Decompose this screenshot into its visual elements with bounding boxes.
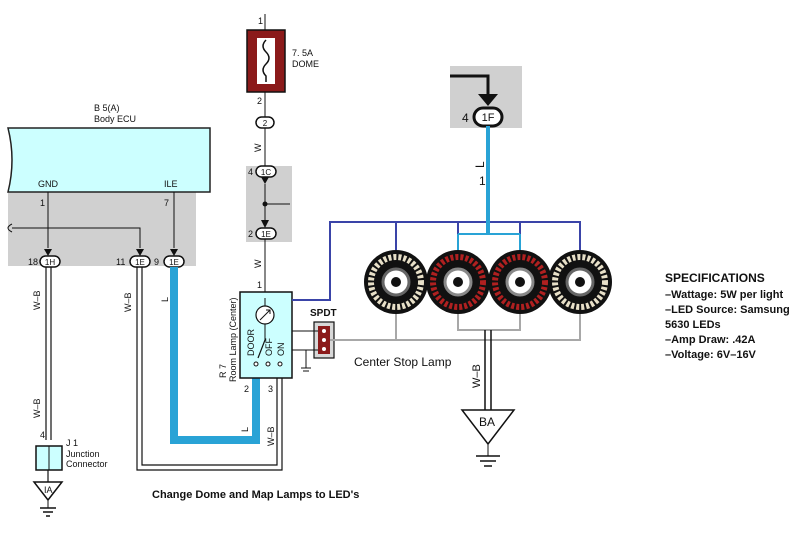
led-feed-wire [292, 221, 581, 301]
fuse-element [262, 39, 270, 82]
arrow-1e-mid [261, 220, 269, 228]
connector-1e-mid: 1E [255, 227, 277, 240]
ia-label: IA [44, 485, 53, 495]
body-ecu-box [7, 127, 211, 193]
ba-ground-triangle [460, 409, 516, 446]
led-light-2 [426, 250, 490, 314]
spdt-pin-2 [322, 338, 326, 342]
ecu-ile-pin: 7 [164, 198, 169, 208]
spec-title: SPECIFICATIONS [665, 271, 765, 285]
connector-1e-ile: 1E [163, 249, 185, 268]
ecu-ile-label: ILE [164, 179, 178, 189]
pin-2-1e: 2 [248, 229, 253, 239]
ecu-ref: B 5(A) [94, 103, 120, 113]
svg-text:1H: 1H [45, 258, 55, 267]
fuse-rating: 7. 5A [292, 48, 313, 58]
pin-4-1c: 4 [248, 167, 253, 177]
pin-j1: 4 [40, 430, 45, 440]
ba-label: BA [479, 415, 495, 429]
spdt-pin-3 [322, 347, 326, 351]
pin-18: 18 [28, 257, 38, 267]
fuse-pin-top: 1 [258, 16, 263, 26]
fuse-name: DOME [292, 59, 319, 69]
room-pin-2: 2 [244, 384, 249, 394]
l-bottom-label: L [240, 427, 250, 432]
arrow-1c [261, 177, 269, 184]
wb-door-wire-a [136, 267, 283, 471]
pin-11: 11 [116, 257, 125, 267]
wb-room-label: W–B [266, 426, 276, 446]
connector-2: 2 [255, 116, 275, 129]
pin-4-1f: 4 [462, 111, 469, 125]
spec-line-5: –Voltage: 6V–16V [665, 349, 757, 361]
svg-text:1C: 1C [261, 168, 271, 177]
arrow-1f [478, 94, 498, 106]
room-lamp-switch [257, 339, 266, 359]
pin-1-l: 1 [479, 174, 486, 188]
l-left-label: L [160, 297, 170, 302]
connector-1f: 1F [472, 106, 504, 128]
connector-1e-left: 1E [129, 249, 151, 268]
ecu-gnd-pin: 1 [40, 198, 45, 208]
wb-ba-label: W–B [471, 364, 483, 388]
wb-left-label2: W–B [32, 398, 42, 418]
room-pin-3: 3 [268, 384, 273, 394]
spdt-pin-1 [322, 329, 326, 333]
spdt-label: SPDT [310, 308, 337, 319]
spec-line-4: –Amp Draw: .42A [665, 334, 756, 346]
fuse-pin-bottom: 2 [257, 96, 262, 106]
svg-text:1E: 1E [261, 230, 271, 239]
wb-left-label1: W–B [32, 290, 42, 310]
room-lamp-name: Room Lamp (Center) [228, 297, 238, 382]
j1-name2: Connector [66, 459, 108, 469]
top-feed-wire [450, 74, 490, 96]
spec-line-1: –Wattage: 5W per light [665, 289, 783, 301]
w-mid-label: W [253, 259, 263, 268]
room-lamp-ref: R 7 [218, 364, 228, 378]
led-return-mid [457, 314, 521, 331]
j1-name1: Junction [66, 449, 100, 459]
wb-mid-label: W–B [123, 292, 133, 312]
led-light-1 [364, 250, 428, 314]
sw-contact-off [265, 361, 271, 367]
ecu-gnd-branch2 [48, 227, 141, 248]
sw-contact-on [277, 361, 283, 367]
sw-contact-door [253, 361, 259, 367]
fuse-window [257, 38, 275, 84]
room-pin-1: 1 [257, 280, 262, 290]
ecu-connector-shade [8, 192, 196, 266]
svg-text:2: 2 [263, 119, 268, 128]
wb-door-wire-b [141, 267, 278, 466]
wire-break [7, 223, 13, 233]
center-stop-label: Center Stop Lamp [354, 355, 452, 369]
switch-door: DOOR [246, 328, 256, 356]
switch-off: OFF [264, 338, 274, 356]
svg-text:1F: 1F [482, 112, 495, 124]
l-top-label: L [473, 161, 487, 168]
svg-text:1E: 1E [135, 258, 145, 267]
connector-1c: 1C [255, 165, 277, 178]
led-light-3 [488, 250, 552, 314]
ecu-name: Body ECU [94, 114, 136, 124]
led-return-wire [395, 314, 581, 341]
spec-line-2: –LED Source: Samsung [665, 304, 790, 316]
connector-1h: 1H [39, 249, 61, 268]
switch-on: ON [276, 343, 286, 357]
ecu-gnd-label: GND [38, 179, 59, 189]
bulb-arrow [259, 309, 271, 321]
ia-ground-triangle [32, 481, 64, 502]
pin-9: 9 [154, 257, 159, 267]
j1-ref: J 1 [66, 438, 78, 448]
spec-line-3: 5630 LEDs [665, 319, 721, 331]
svg-text:1E: 1E [169, 258, 179, 267]
ile-blue-wire [170, 267, 260, 444]
w-top-label: W [253, 143, 263, 152]
led-light-4 [548, 250, 612, 314]
diagram-caption: Change Dome and Map Lamps to LED's [152, 489, 359, 501]
